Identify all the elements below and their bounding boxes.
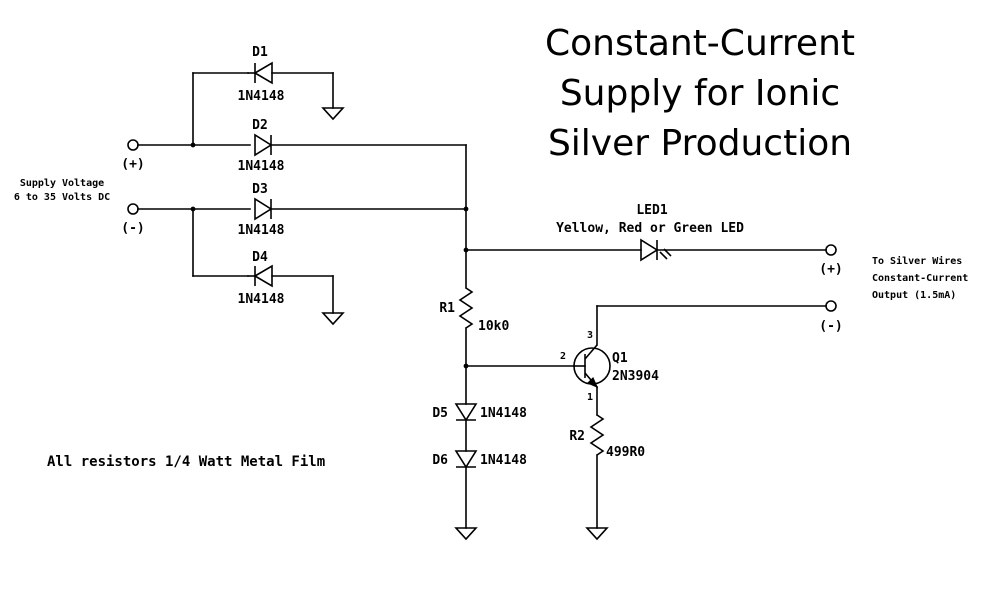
ground-symbol-d1	[321, 107, 345, 121]
q1-part: 2N3904	[612, 369, 659, 384]
d5-ref: D5	[432, 406, 448, 421]
resistor-note: All resistors 1/4 Watt Metal Film	[47, 454, 325, 470]
supply-minus-label: (-)	[121, 221, 144, 236]
diode-d3: D3 1N4148	[238, 182, 285, 238]
ground-symbol-d6	[454, 527, 478, 541]
d5-part: 1N4148	[480, 406, 527, 421]
r2-ref: R2	[569, 429, 585, 444]
d6-part: 1N4148	[480, 453, 527, 468]
ground-symbol-d4	[321, 312, 345, 326]
d4-part: 1N4148	[238, 292, 285, 307]
supply-plus-label: (+)	[121, 157, 144, 172]
supply-plus-terminal	[127, 139, 139, 151]
resistor-r1: R1 10k0	[439, 287, 509, 405]
d6-ref: D6	[432, 453, 448, 468]
d1-ref: D1	[252, 45, 268, 60]
output-label-line-3: Output (1.5mA)	[872, 290, 956, 301]
output-label-line-1: To Silver Wires	[872, 255, 962, 267]
transistor-q1: 3 2 1 Q1 2N3904	[560, 305, 827, 416]
led1-desc: Yellow, Red or Green LED	[556, 221, 744, 236]
diode-d6: D6 1N4148	[432, 450, 527, 529]
resistor-r2: R2 499R0	[569, 414, 645, 529]
r2-value: 499R0	[606, 445, 645, 460]
d1-part: 1N4148	[238, 89, 285, 104]
q1-ref: Q1	[612, 351, 628, 366]
q1-pin-emitter: 1	[587, 392, 593, 403]
title-line-1: Constant-Current	[545, 23, 855, 64]
output-label-line-2: Constant-Current	[872, 273, 968, 284]
output-plus-label: (+)	[819, 262, 842, 277]
r1-value: 10k0	[478, 319, 509, 334]
bridge-wires	[137, 72, 467, 314]
diode-d4: D4 1N4148	[238, 250, 285, 307]
d3-part: 1N4148	[238, 223, 285, 238]
diode-d2: D2 1N4148	[238, 118, 285, 174]
q1-pin-collector: 3	[587, 330, 593, 341]
q1-pin-base: 2	[560, 351, 566, 362]
output-plus-terminal	[825, 244, 837, 256]
r1-ref: R1	[439, 301, 455, 316]
ground-symbol-r2	[585, 527, 609, 541]
output-terminals: (+) (-) To Silver Wires Constant-Current…	[819, 244, 968, 334]
diode-d5: D5 1N4148	[432, 403, 527, 452]
d4-ref: D4	[252, 250, 268, 265]
junction-dots	[190, 142, 469, 369]
output-minus-terminal	[825, 300, 837, 312]
d2-part: 1N4148	[238, 159, 285, 174]
d2-ref: D2	[252, 118, 268, 133]
title-line-3: Silver Production	[548, 123, 852, 164]
supply-voltage-label: Supply Voltage	[20, 178, 104, 189]
led1-ref: LED1	[636, 203, 667, 218]
supply-minus-terminal	[127, 203, 139, 215]
output-minus-label: (-)	[819, 319, 842, 334]
title-line-2: Supply for Ionic	[560, 73, 840, 114]
d3-ref: D3	[252, 182, 268, 197]
schematic-title: Constant-Current Supply for Ionic Silver…	[545, 23, 855, 164]
led1: LED1 Yellow, Red or Green LED	[465, 203, 827, 262]
supply-input: Supply Voltage 6 to 35 Volts DC (+) (-)	[14, 139, 145, 236]
supply-range-label: 6 to 35 Volts DC	[14, 192, 110, 203]
diode-d1: D1 1N4148	[238, 45, 285, 104]
